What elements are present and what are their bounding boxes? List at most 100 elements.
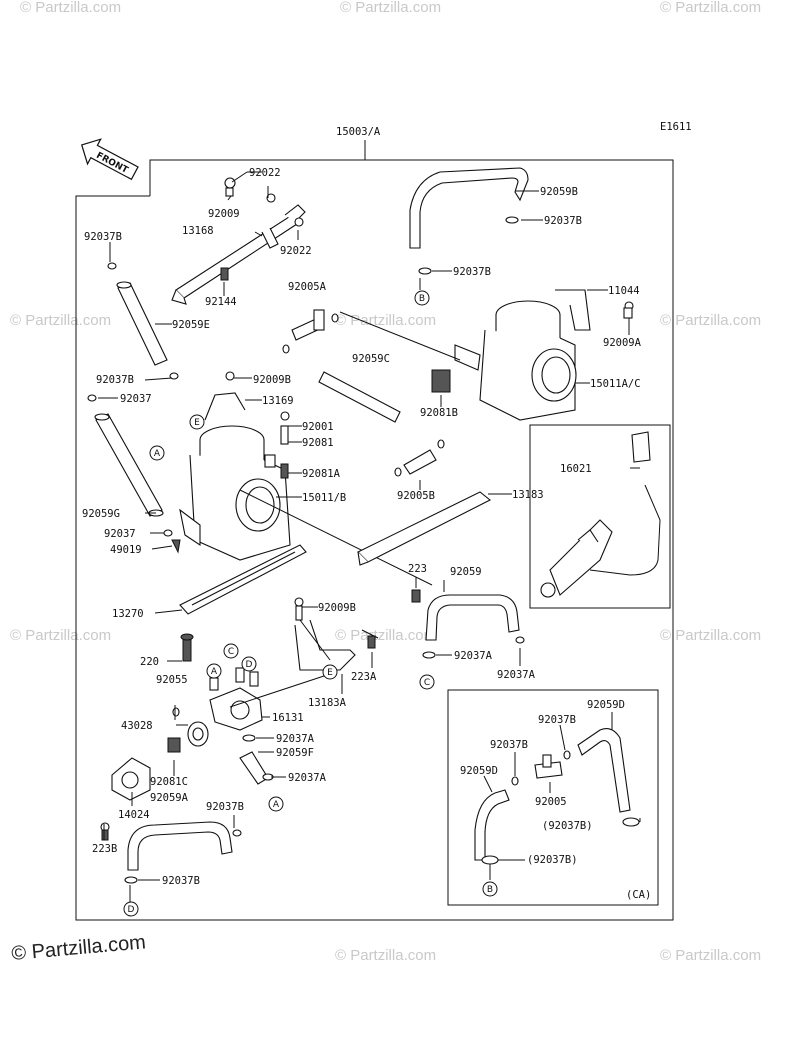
watermark: © Partzilla.com <box>20 0 121 16</box>
ref-marker: C <box>419 674 435 690</box>
ca-frame <box>447 689 659 906</box>
svg-text:D: D <box>128 905 135 915</box>
part-label: 16021 <box>560 463 592 475</box>
watermark: © Partzilla.com <box>335 312 436 329</box>
svg-text:B: B <box>487 885 493 895</box>
part-label: 92037A <box>497 669 536 681</box>
part-label: 92081 <box>302 437 334 449</box>
part-label: 92059A <box>150 792 189 804</box>
watermark: © Partzilla.com <box>660 947 761 964</box>
ref-marker: E <box>189 414 205 430</box>
variant-label: (CA) <box>626 889 651 901</box>
hose-92059b <box>409 167 529 275</box>
svg-text:D: D <box>246 660 253 670</box>
part-label: 13169 <box>262 395 294 407</box>
diagram-code: E1611 <box>660 121 692 133</box>
bracket-13183a <box>294 597 379 671</box>
part-label: (92037B) <box>542 820 593 832</box>
bracket-13168 <box>171 177 306 305</box>
part-label: 92005 <box>535 796 567 808</box>
part-label: 92009A <box>603 337 642 349</box>
ref-marker: A <box>149 445 165 461</box>
throttle-16131 <box>167 667 263 753</box>
hose-92059 <box>422 594 525 659</box>
front-arrow-icon: FRONT <box>80 138 139 181</box>
fitting-92005b <box>239 439 445 586</box>
leader-lines <box>98 171 641 902</box>
part-label: 13183A <box>308 697 347 709</box>
watermark: © Partzilla.com <box>660 627 761 644</box>
hose-92059g <box>94 413 181 554</box>
part-label: 11044 <box>608 285 640 297</box>
ref-marker: C <box>223 643 239 659</box>
part-label: 92037B <box>96 374 134 386</box>
part-label: (92037B) <box>527 854 578 866</box>
part-label: 15011A/C <box>590 378 641 390</box>
part-label: 92059E <box>172 319 210 331</box>
part-label: 92005A <box>288 281 327 293</box>
svg-text:E: E <box>327 668 333 678</box>
part-label: 14024 <box>118 809 150 821</box>
watermark: © Partzilla.com <box>340 0 441 16</box>
fitting-92005a <box>282 309 461 361</box>
hose-92059a <box>124 821 242 884</box>
part-label: 92144 <box>205 296 237 308</box>
part-label: 92059D <box>587 699 625 711</box>
ref-markers: A B C D E A B C D E A <box>123 290 498 917</box>
ref-marker: D <box>241 656 257 672</box>
part-label: 92037B <box>490 739 528 751</box>
watermark: © Partzilla.com <box>10 627 111 644</box>
part-label: 92037B <box>206 801 244 813</box>
hose-92059e <box>87 262 179 402</box>
svg-text:C: C <box>424 678 430 688</box>
part-label: 92037A <box>288 772 327 784</box>
svg-text:C: C <box>228 647 234 657</box>
svg-text:B: B <box>419 294 425 304</box>
part-label: 223A <box>351 671 377 683</box>
part-label: 92009 <box>208 208 240 220</box>
hose-92059c <box>318 369 451 423</box>
watermark: © Partzilla.com <box>335 627 436 644</box>
throttle-cable-frame <box>529 424 671 609</box>
throttle-cable-16021 <box>540 431 661 598</box>
part-label: 43028 <box>121 720 153 732</box>
ref-marker: B <box>414 290 430 306</box>
part-label: 92005B <box>397 490 435 502</box>
assembly-frame <box>75 159 674 921</box>
part-label: 92081B <box>420 407 458 419</box>
ref-marker: E <box>322 664 338 680</box>
part-label: 223B <box>92 843 117 855</box>
part-label: 220 <box>140 656 159 668</box>
hose-92059f <box>239 734 274 785</box>
part-label: 92009B <box>253 374 291 386</box>
ref-marker: D <box>123 901 139 917</box>
part-label: 92081A <box>302 468 341 480</box>
svg-text:A: A <box>211 667 218 677</box>
part-label: 92037 <box>104 528 136 540</box>
carburetor-15011ac <box>454 289 634 421</box>
part-label: 92022 <box>249 167 281 179</box>
ref-marker: A <box>206 663 222 679</box>
part-label: 13183 <box>512 489 544 501</box>
watermark: © Partzilla.com <box>10 312 111 329</box>
part-label: 92037B <box>162 875 200 887</box>
part-labels: 92022 92009 13168 92022 92037B 92144 920… <box>82 167 642 887</box>
part-label: 92037B <box>84 231 122 243</box>
part-label: 92001 <box>302 421 334 433</box>
part-label: 92059 <box>450 566 482 578</box>
assembly-label: 15003/A <box>336 126 381 138</box>
watermark: © Partzilla.com <box>660 312 761 329</box>
part-label: 49019 <box>110 544 142 556</box>
part-label: 223 <box>408 563 427 575</box>
part-label: 92037B <box>453 266 491 278</box>
part-label: 92059C <box>352 353 390 365</box>
part-label: 13168 <box>182 225 214 237</box>
part-label: 15011/B <box>302 492 346 504</box>
part-label: 92059F <box>276 747 314 759</box>
part-label: 92009B <box>318 602 356 614</box>
cover-14024 <box>100 757 151 841</box>
part-label: 92037B <box>544 215 582 227</box>
part-label: 92022 <box>280 245 312 257</box>
gasket-13270 <box>179 544 307 662</box>
